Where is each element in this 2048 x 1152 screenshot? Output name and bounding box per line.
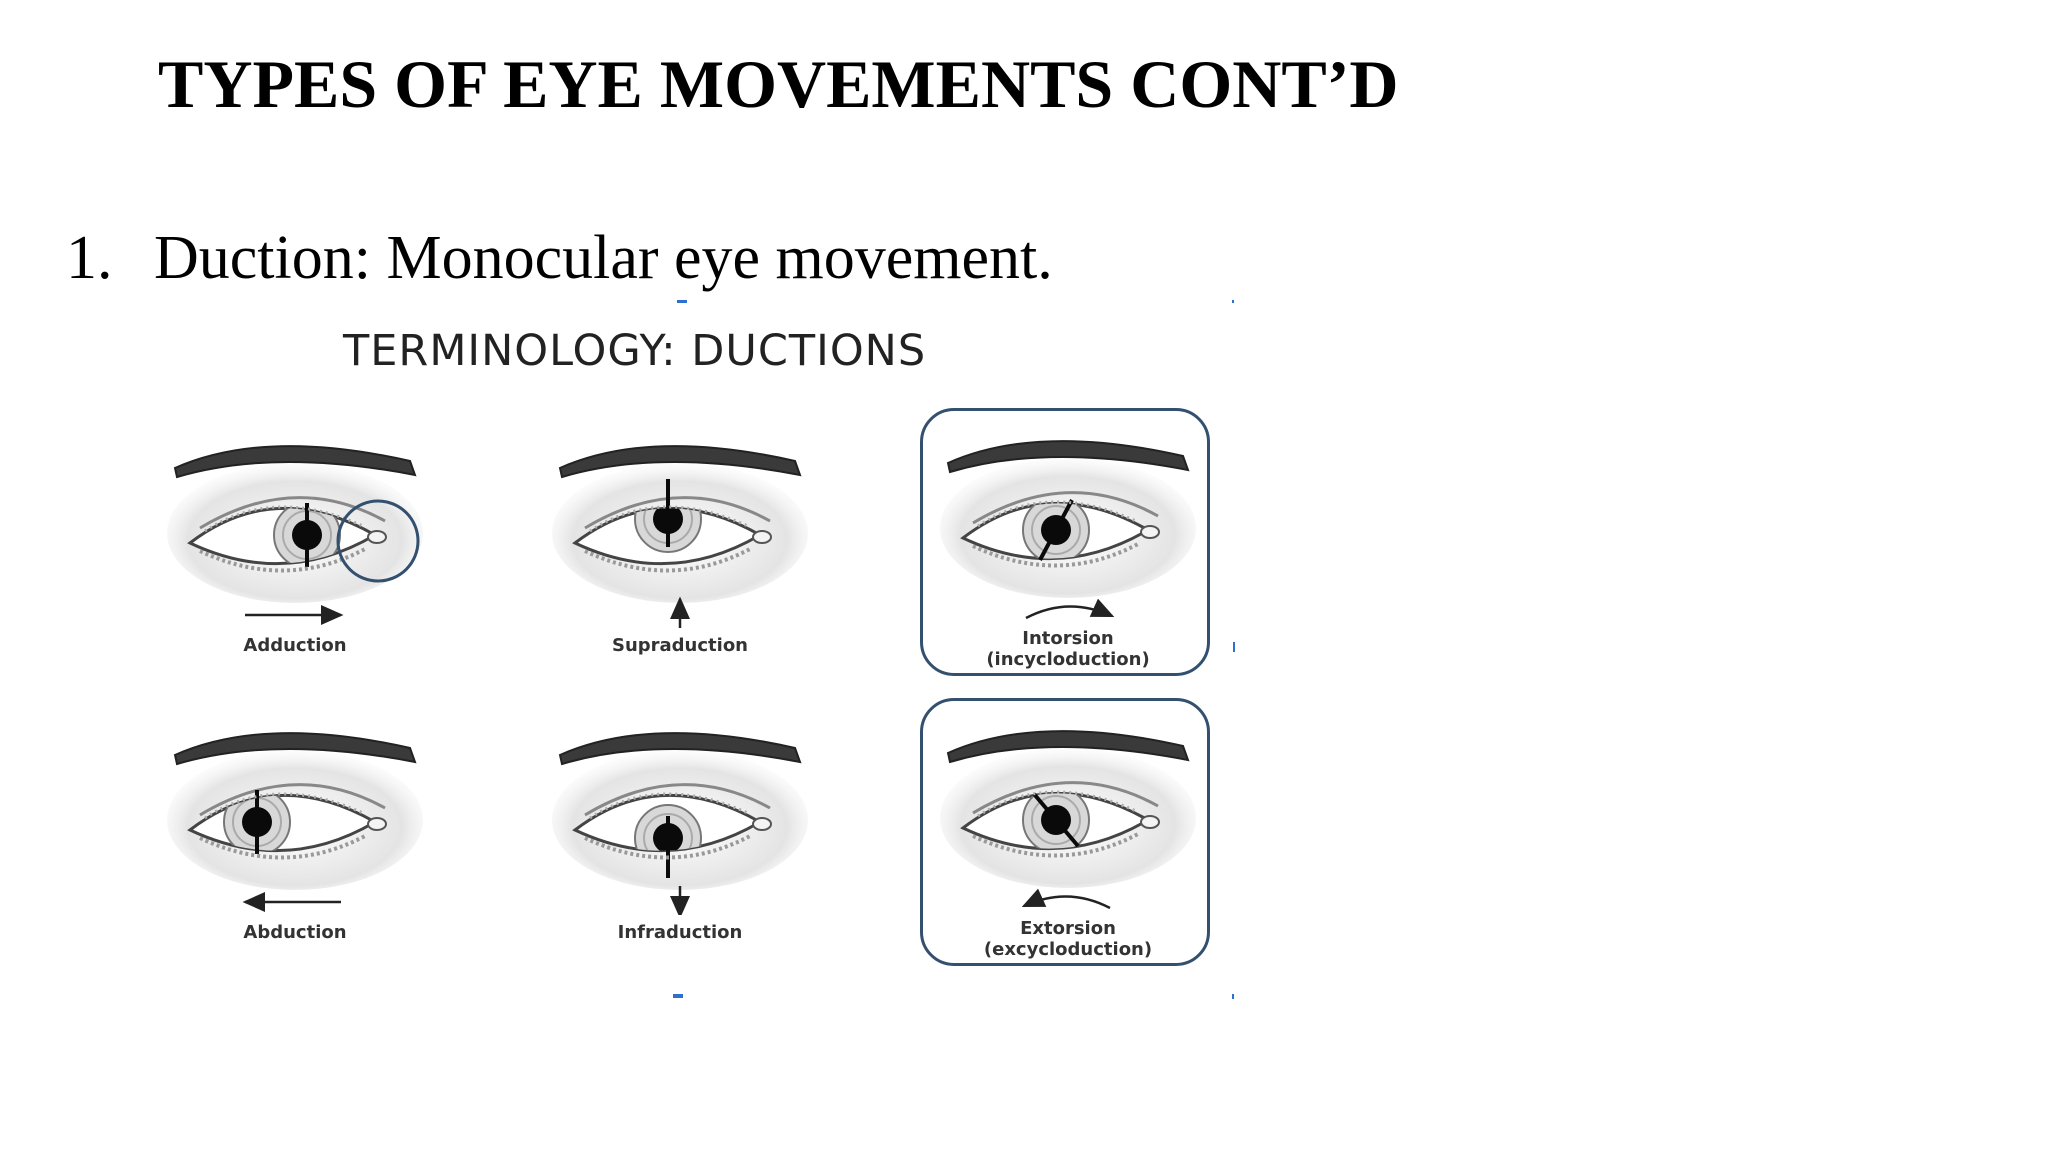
figure-corner-tick <box>677 300 687 303</box>
eyelid-crease <box>199 496 386 530</box>
eyebrow <box>558 732 802 766</box>
panel-label-main: Supraduction <box>611 635 748 656</box>
caruncle <box>367 530 387 544</box>
panel-label: Intorsion(incycloduction) <box>920 628 1216 670</box>
vertical-meridian-line <box>1032 792 1080 848</box>
panel-frame <box>920 408 1210 676</box>
caruncle <box>752 530 772 544</box>
panel-adduction: Adduction <box>155 413 451 675</box>
upper-lashes <box>977 500 1139 528</box>
ductions-figure: TERMINOLOGY: DUCTIONS Adduction Supraduc… <box>150 298 1235 1000</box>
eyelid-crease <box>199 783 386 817</box>
lower-lashes <box>199 834 366 860</box>
caruncle <box>367 817 387 831</box>
iris-ring <box>1031 795 1081 845</box>
figure-corner-tick <box>1232 300 1234 303</box>
eye-illustration <box>940 440 1196 620</box>
figure-title: TERMINOLOGY: DUCTIONS <box>343 326 927 376</box>
panel-label: Infraduction <box>532 922 828 943</box>
eyelid-crease <box>584 783 771 817</box>
bullet-text: Duction: Monocular eye movement. <box>154 224 1053 292</box>
eyebrow <box>946 440 1190 474</box>
curved-arrow-right-icon <box>1025 598 1115 620</box>
eyelid-crease <box>584 496 771 530</box>
eyelid-crease <box>972 781 1159 815</box>
caruncle <box>752 817 772 831</box>
eye-illustration <box>167 445 423 625</box>
bullet-number: 1. <box>66 224 113 292</box>
panel-label-main: Abduction <box>243 922 347 943</box>
figure-corner-tick <box>673 994 683 998</box>
eyebrow <box>173 445 417 479</box>
eyebrow <box>173 732 417 766</box>
highlight-circle <box>336 499 420 583</box>
lower-lashes <box>972 832 1139 858</box>
caruncle <box>1140 815 1160 829</box>
panel-label: Supraduction <box>532 635 828 656</box>
panel-extorsion: Extorsion(excycloduction) <box>920 698 1216 966</box>
vertical-meridian-line <box>1038 499 1074 561</box>
panel-label-main: Extorsion <box>1020 918 1116 939</box>
lower-lashes <box>584 547 751 573</box>
panel-label: Extorsion(excycloduction) <box>920 918 1216 960</box>
panel-label: Abduction <box>147 922 443 943</box>
eye-illustration <box>940 730 1196 910</box>
curved-arrow-left-icon <box>1021 888 1111 910</box>
caruncle <box>1140 525 1160 539</box>
lower-lashes <box>199 547 366 573</box>
iris-ring <box>643 813 693 851</box>
iris-ring <box>1031 505 1081 555</box>
panel-label-main: Adduction <box>243 635 347 656</box>
lower-lashes <box>584 834 751 860</box>
panel-label: Adduction <box>147 635 443 656</box>
upper-lashes <box>589 505 751 533</box>
eyebrow <box>558 445 802 479</box>
slide-title: TYPES OF EYE MOVEMENTS CONT’D <box>158 46 1399 122</box>
upper-lashes <box>589 792 751 820</box>
panel-label-sub: (incycloduction) <box>986 649 1150 670</box>
upper-lashes <box>977 790 1139 818</box>
figure-corner-tick <box>1233 642 1235 652</box>
panel-supraduction: Supraduction <box>540 413 836 675</box>
eye-illustration <box>552 445 808 628</box>
figure-corner-tick <box>1232 994 1234 999</box>
upper-lashes <box>204 792 366 820</box>
panel-infraduction: Infraduction <box>540 700 836 962</box>
panel-frame <box>920 698 1210 966</box>
panel-abduction: Abduction <box>155 700 451 962</box>
panel-label-sub: (excycloduction) <box>983 939 1153 960</box>
panel-label-main: Infraduction <box>617 922 743 943</box>
eye-illustration <box>552 732 808 915</box>
panel-intorsion: Intorsion(incycloduction) <box>920 408 1216 676</box>
lower-lashes <box>972 542 1139 568</box>
panel-label-main: Intorsion <box>1022 628 1114 649</box>
eye-illustration <box>167 732 423 912</box>
eyelid-crease <box>972 491 1159 525</box>
eyebrow <box>946 730 1190 764</box>
